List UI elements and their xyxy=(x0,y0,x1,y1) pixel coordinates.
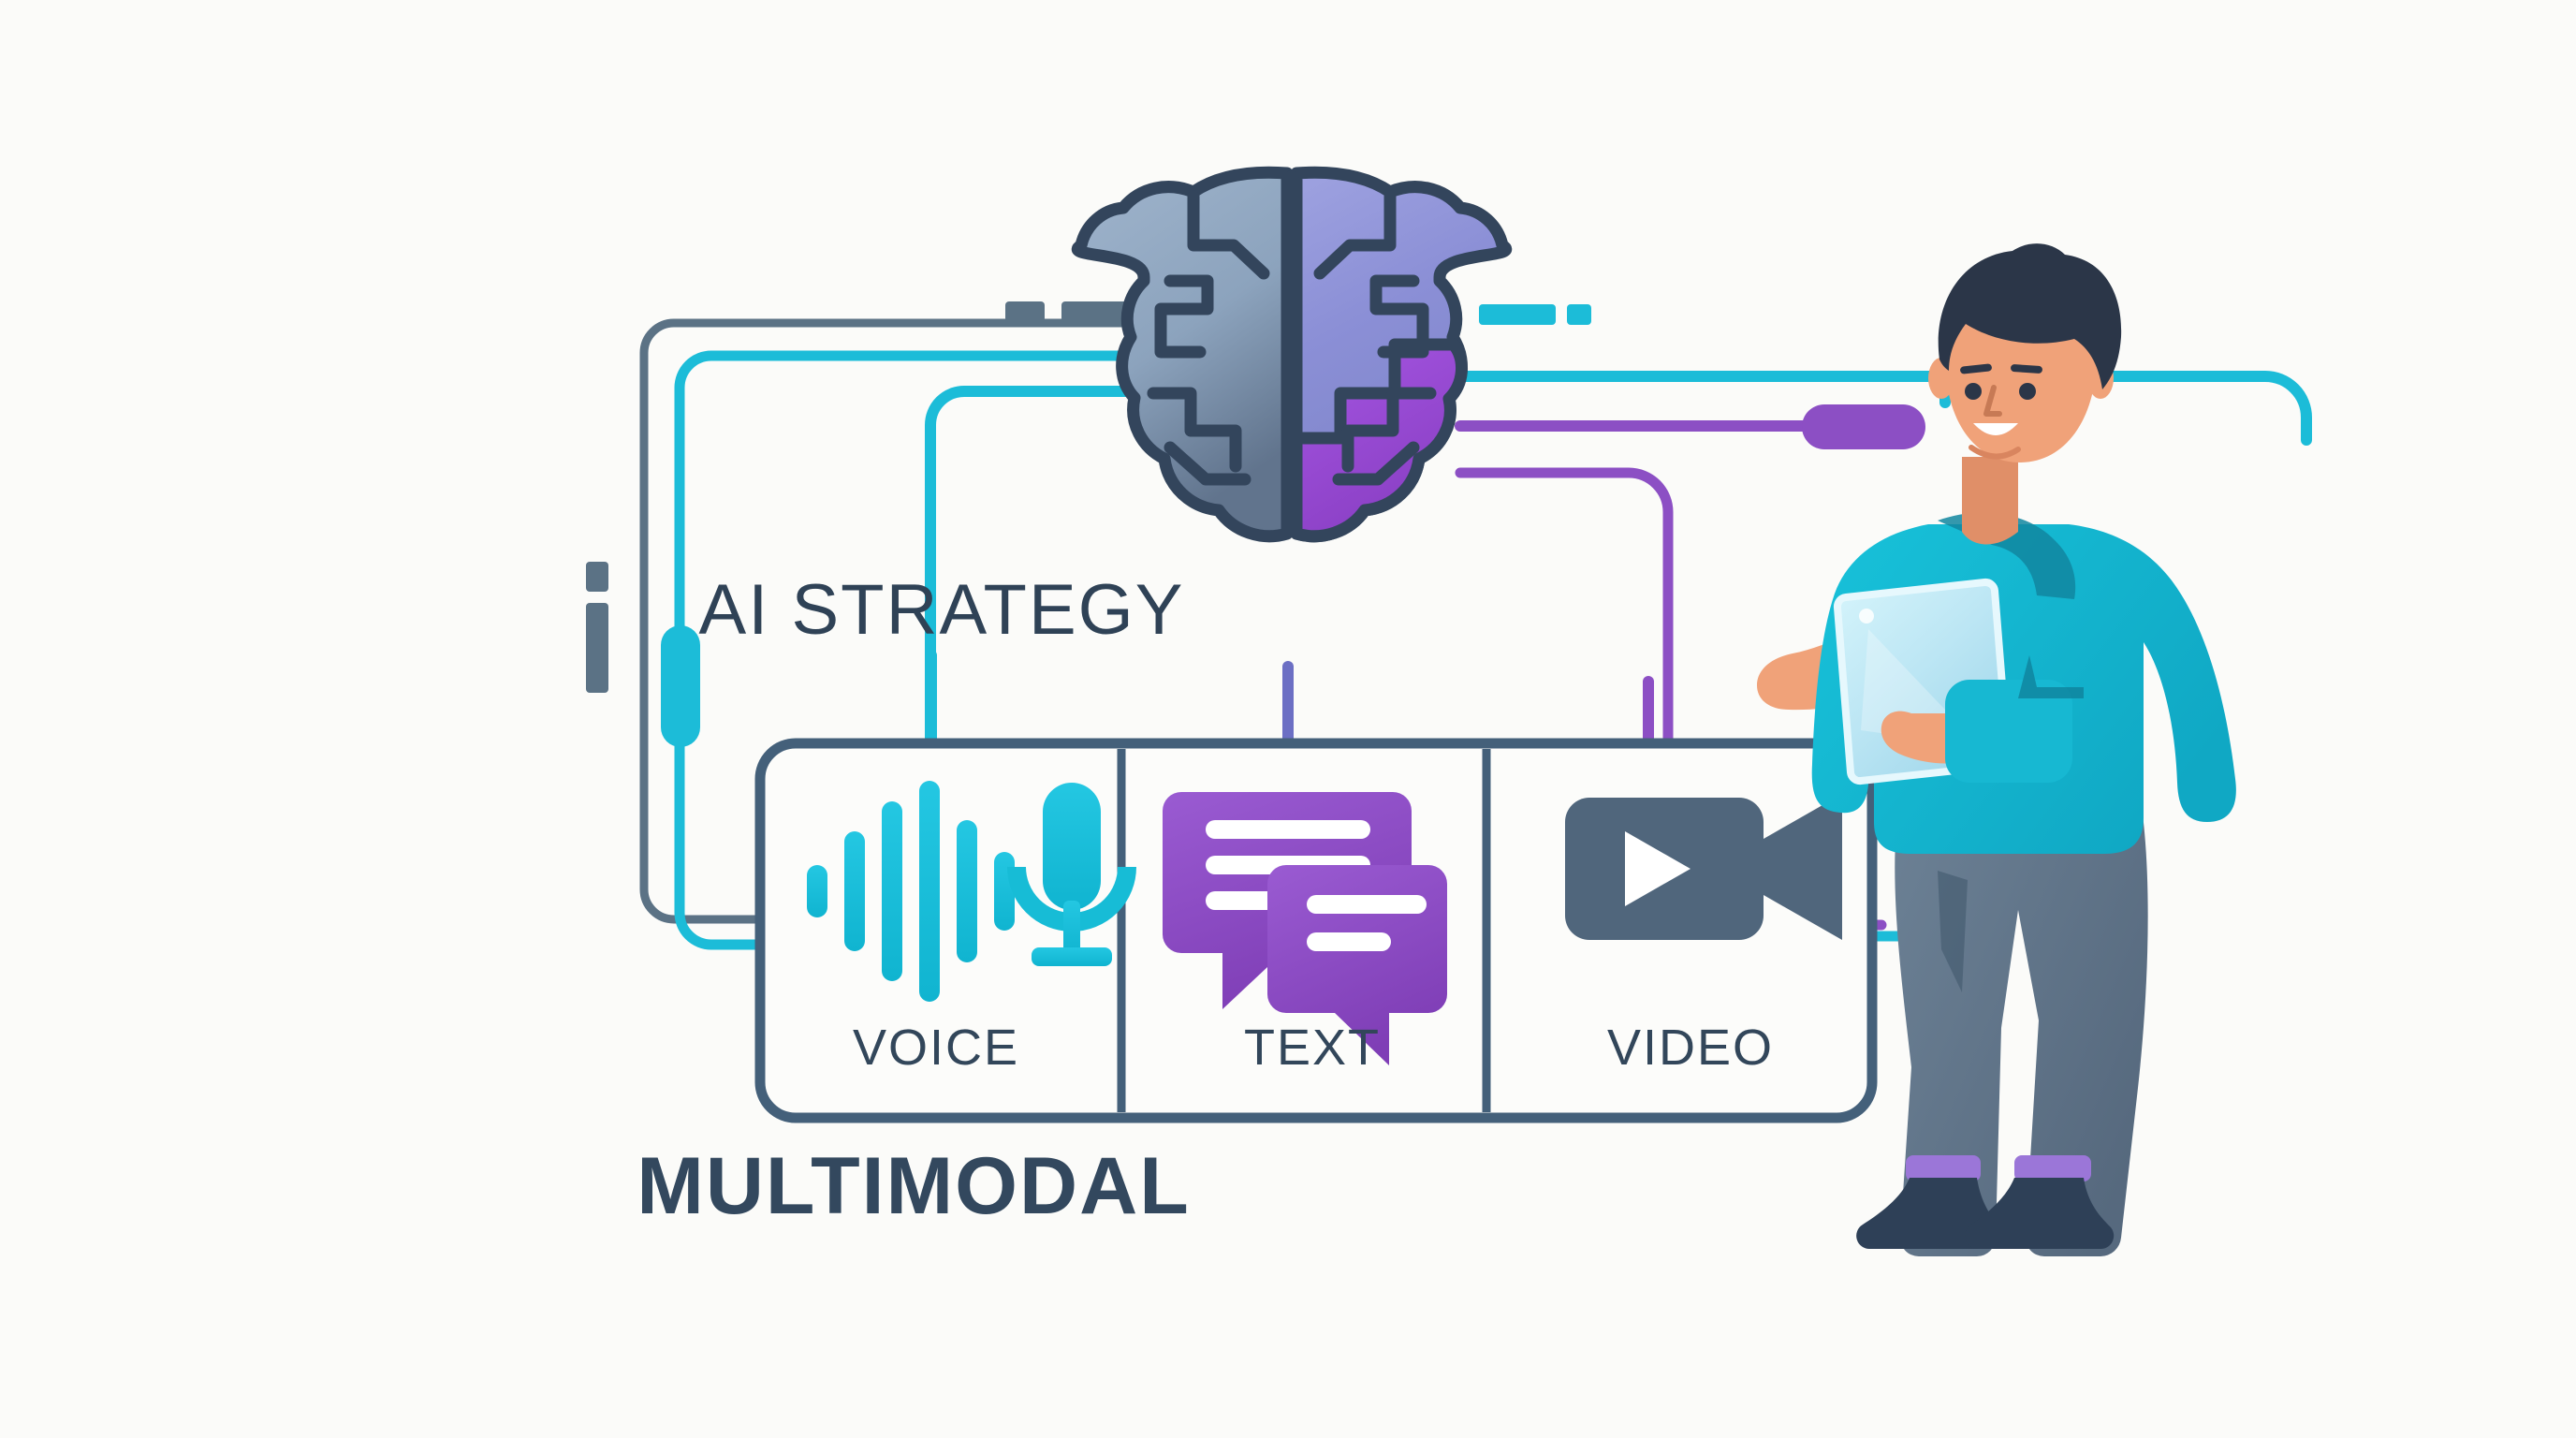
tick-slate-tall xyxy=(586,603,608,693)
sock-right xyxy=(2014,1155,2091,1181)
trace-slate-outer xyxy=(639,318,1128,924)
dash-slate-long xyxy=(1061,301,1138,322)
camera-lens-wedge xyxy=(1764,794,1842,940)
brain-sulci xyxy=(1147,190,1437,486)
presenter-illustration xyxy=(1757,243,2236,1257)
chat-bubble-front xyxy=(1267,865,1447,1065)
microphone-capsule xyxy=(1043,783,1101,910)
circuit-dash-group xyxy=(586,301,1591,693)
eyebrow-left xyxy=(1960,363,1992,374)
nose xyxy=(1983,385,2002,417)
panel-label-video: VIDEO xyxy=(1606,1020,1775,1076)
panel-label-voice: VOICE xyxy=(852,1020,1020,1076)
dash-cyan-short xyxy=(1567,304,1591,325)
microphone-stem xyxy=(1063,901,1080,955)
speech-bubbles-icon xyxy=(1163,792,1447,1065)
panel-label-text: TEXT xyxy=(1243,1020,1381,1076)
trace-cyan-inner xyxy=(925,386,1146,755)
eye-left xyxy=(1965,383,1982,400)
sock-left xyxy=(1906,1155,1981,1181)
brain-central-fissure xyxy=(1284,170,1299,537)
node-cyan-pill xyxy=(661,625,700,747)
play-triangle xyxy=(1625,831,1690,906)
node-purple-pill xyxy=(1802,404,1925,449)
hair xyxy=(1938,243,2122,389)
sleeve-cuff-shadow xyxy=(2018,655,2084,698)
eyebrow-right xyxy=(2011,364,2042,374)
pants-crease xyxy=(1938,871,1968,992)
dash-cyan-long xyxy=(1479,304,1556,325)
video-camera-icon xyxy=(1565,794,1842,940)
trace-cyan-right xyxy=(1455,371,2312,446)
tick-slate-small xyxy=(586,562,608,592)
multimodal-panel[interactable] xyxy=(754,738,1878,1123)
dash-slate-short xyxy=(1005,301,1045,322)
ear-left xyxy=(1928,358,1954,399)
smile xyxy=(1973,423,2018,435)
ai-brain-icon xyxy=(1072,166,1512,543)
microphone-base xyxy=(1032,947,1112,966)
eye-right xyxy=(2019,383,2036,400)
chin-shadow xyxy=(1969,445,2021,460)
shoe-right xyxy=(1965,1178,2115,1250)
neck xyxy=(1962,457,2018,545)
sleeve-forearm xyxy=(1945,680,2072,783)
microphone-waveform-icon xyxy=(807,781,1136,1002)
